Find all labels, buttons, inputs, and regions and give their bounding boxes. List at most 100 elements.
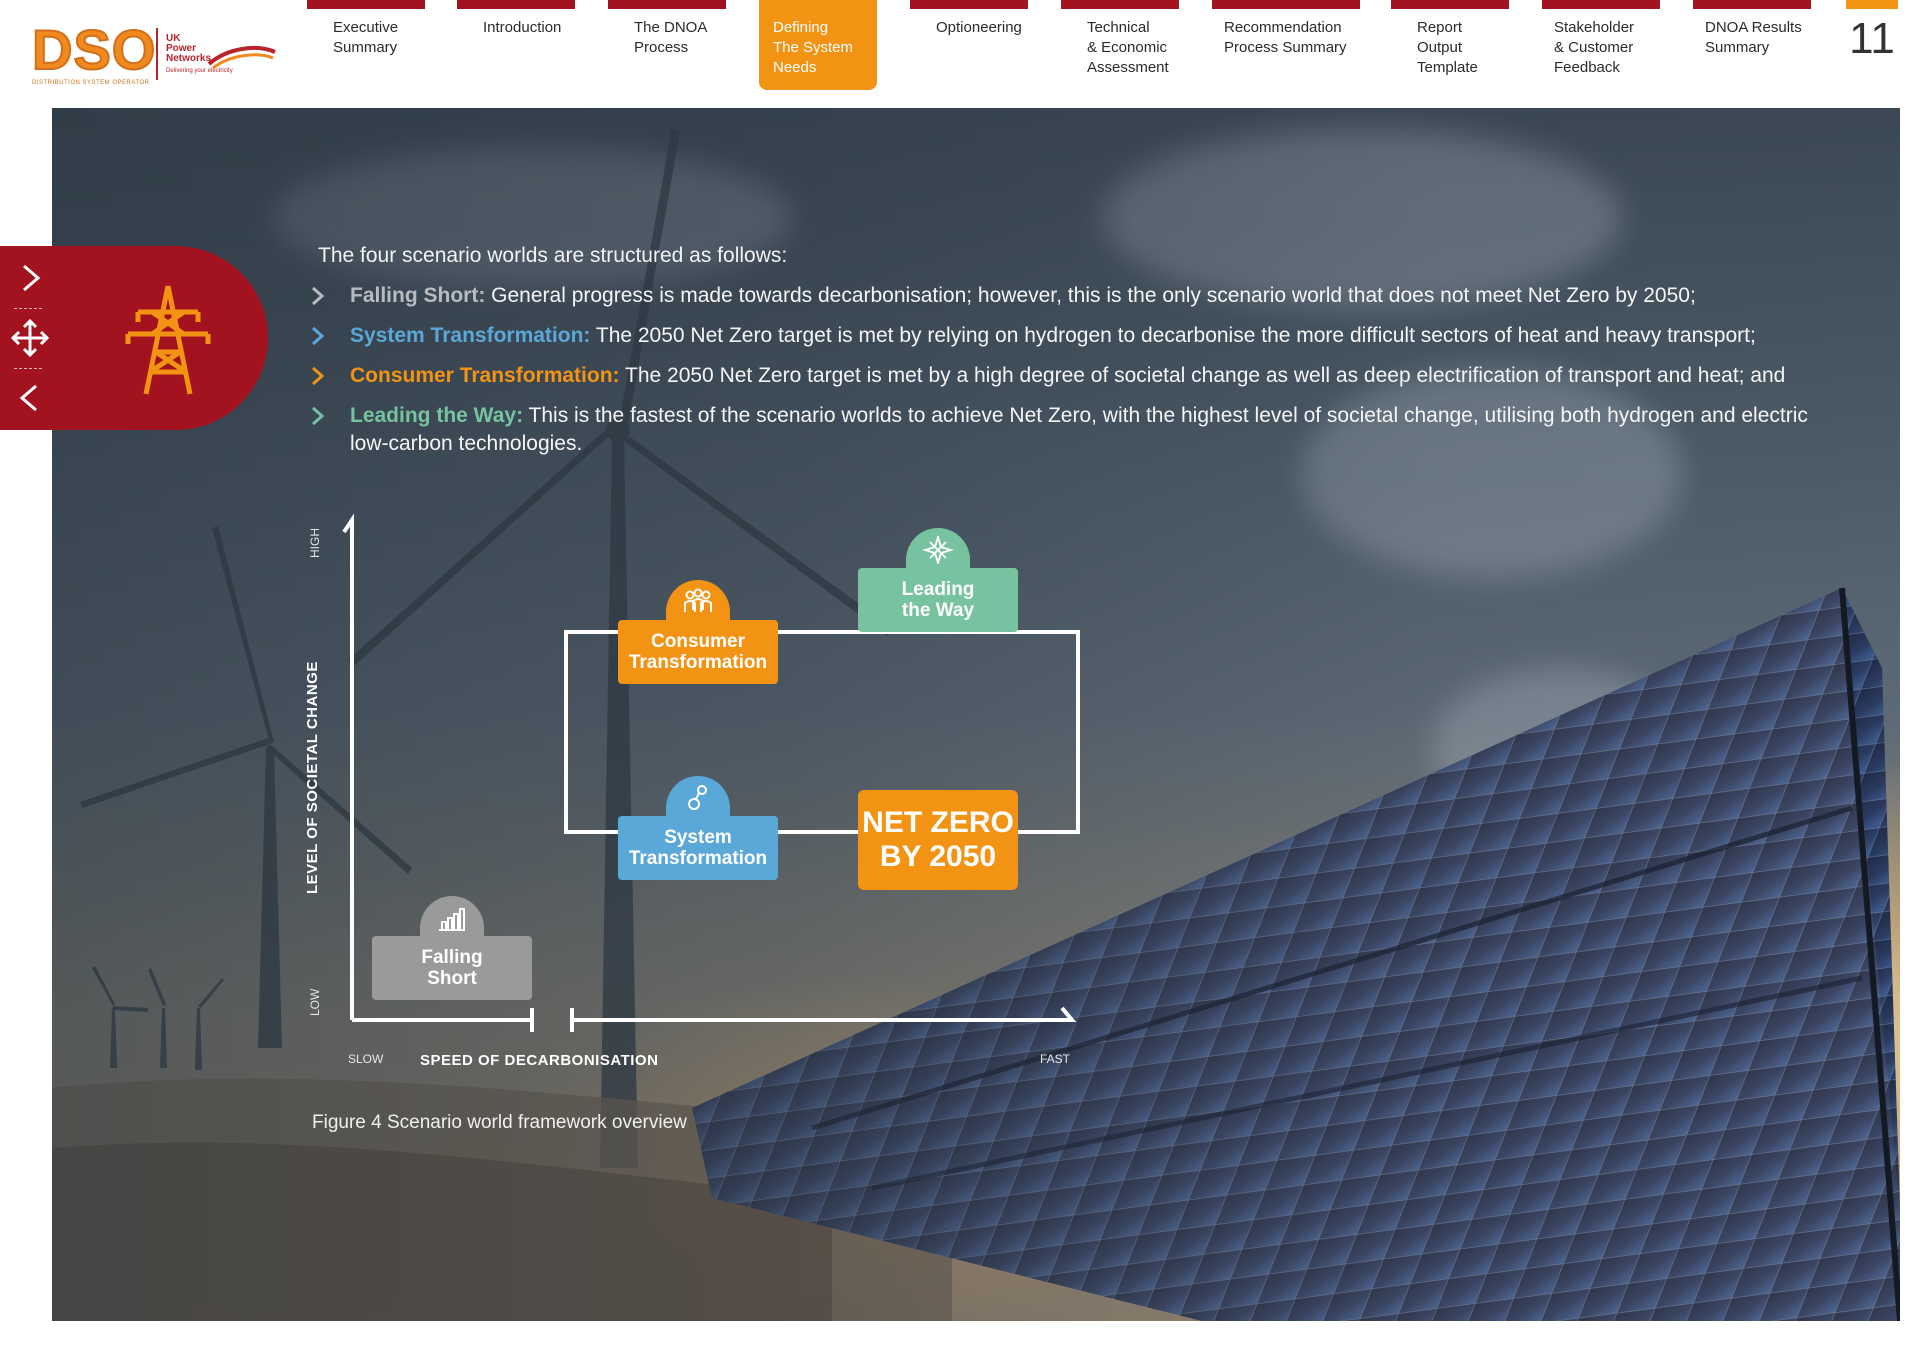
chevron-bullet-icon	[312, 406, 325, 426]
tab-recommendation-process[interactable]: Recommendation Process Summary	[1212, 0, 1360, 90]
net-zero-2050-badge: NET ZERO BY 2050	[858, 790, 1018, 890]
tab-bar	[759, 0, 877, 9]
compass-star-icon	[922, 536, 954, 564]
card-line-1: System	[664, 827, 732, 848]
move-arrows-icon[interactable]	[10, 318, 50, 358]
side-navigation-tab	[0, 246, 268, 430]
chevron-left-icon[interactable]	[10, 378, 50, 418]
scenario-item-falling-short: Falling Short: General progress is made …	[308, 282, 1808, 310]
figure-caption: Figure 4 Scenario world framework overvi…	[312, 1112, 687, 1133]
chevron-bullet-icon	[312, 366, 325, 386]
tab-label: Recommendation Process Summary	[1224, 19, 1347, 56]
x-axis-line-right	[570, 1006, 1077, 1032]
scenario-description: The 2050 Net Zero target is met by a hig…	[619, 364, 1786, 387]
card-line-2: Transformation	[628, 848, 768, 869]
intro-text: The four scenario worlds are structured …	[318, 244, 788, 267]
chevron-left-glyph	[19, 384, 37, 412]
scenario-list: Falling Short: General progress is made …	[308, 282, 1808, 470]
ukpn-logo-text: UK Power Networks	[166, 33, 212, 64]
scenario-description: This is the fastest of the scenario worl…	[350, 404, 1808, 455]
badge-line-1: NET ZERO	[862, 806, 1014, 839]
dso-logo-subtext: DISTRIBUTION SYSTEM OPERATOR	[32, 80, 150, 86]
tab-bar	[1391, 0, 1509, 9]
page-number-bar	[1846, 0, 1898, 9]
scenario-framework-diagram: HIGH LOW LEVEL OF SOCIETAL CHANGE SLOW S…	[300, 500, 1100, 1100]
tab-label: Executive Summary	[333, 19, 399, 56]
tab-stakeholder-feedback[interactable]: Stakeholder & Customer Feedback	[1542, 0, 1660, 90]
x-axis-fast: FAST	[1040, 1052, 1071, 1066]
move-arrows-glyph	[10, 318, 50, 358]
tab-label: Introduction	[483, 19, 562, 36]
side-separator	[14, 308, 42, 309]
tab-optioneering[interactable]: Optioneering	[910, 0, 1028, 90]
scenario-description: General progress is made towards decarbo…	[485, 284, 1696, 307]
card-leading-the-way[interactable]: Leading the Way	[858, 528, 1018, 632]
side-separator	[14, 368, 42, 369]
tab-bar	[1212, 0, 1360, 9]
card-consumer-transformation[interactable]: Consumer Transformation	[618, 580, 778, 684]
tab-label: Technical & Economic Assessment	[1087, 19, 1169, 76]
photo-haze-overlay	[52, 108, 1900, 1321]
x-axis-line-left	[352, 1008, 534, 1032]
card-system-transformation[interactable]: System Transformation	[618, 776, 778, 880]
tab-introduction[interactable]: Introduction	[457, 0, 575, 90]
tab-bar	[1061, 0, 1179, 9]
tab-technical-economic[interactable]: Technical & Economic Assessment	[1061, 0, 1179, 90]
scenario-description: The 2050 Net Zero target is met by relyi…	[590, 324, 1756, 347]
people-icon	[684, 588, 712, 612]
x-axis-slow: SLOW	[348, 1052, 384, 1066]
x-axis-label: SPEED OF DECARBONISATION	[420, 1052, 659, 1069]
scenario-title: Consumer Transformation:	[350, 364, 620, 387]
scenario-title: Leading the Way:	[350, 404, 524, 427]
y-axis-high: HIGH	[308, 528, 322, 558]
y-axis-label: LEVEL OF SOCIETAL CHANGE	[304, 661, 321, 894]
tab-report-output[interactable]: Report Output Template	[1391, 0, 1509, 90]
card-line-1: Leading	[901, 579, 975, 600]
chevron-bullet-icon	[312, 286, 325, 306]
tab-bar	[1542, 0, 1660, 9]
dso-logo-text: DSO	[31, 18, 157, 81]
tab-executive-summary[interactable]: Executive Summary	[307, 0, 425, 90]
tab-label: Report Output Template	[1417, 19, 1478, 76]
ukpn-tagline: Delivering your electricity	[166, 68, 233, 74]
scenario-frame	[564, 630, 1080, 834]
card-line-2: Short	[427, 968, 477, 989]
tab-dnoa-results[interactable]: DNOA Results Summary	[1693, 0, 1811, 90]
card-line-2: the Way	[901, 600, 975, 621]
scenario-title: System Transformation:	[350, 324, 591, 347]
tab-bar	[608, 0, 726, 9]
chevron-right-icon[interactable]	[10, 258, 50, 298]
bar-chart-icon	[439, 908, 465, 931]
hero-photo-panel	[52, 108, 1900, 1321]
tab-bar	[1693, 0, 1811, 9]
card-line-1: Consumer	[651, 631, 745, 652]
y-axis-line	[342, 513, 354, 1020]
page-number: 11	[1849, 14, 1895, 63]
tab-label: Stakeholder & Customer Feedback	[1554, 19, 1635, 76]
tab-label: Defining The System Needs	[773, 19, 854, 76]
y-axis-low: LOW	[308, 988, 322, 1016]
pylon-icon	[125, 285, 211, 395]
scenario-title: Falling Short:	[350, 284, 486, 307]
tab-defining-system-needs[interactable]: Defining The System Needs	[759, 0, 877, 90]
card-icon-tab	[666, 580, 730, 628]
scenario-item-system-transformation: System Transformation: The 2050 Net Zero…	[308, 322, 1808, 350]
scenario-item-leading-the-way: Leading the Way: This is the fastest of …	[308, 402, 1808, 458]
chevron-right-glyph	[23, 264, 41, 292]
chevron-bullet-icon	[312, 326, 325, 346]
tab-label: DNOA Results Summary	[1705, 19, 1802, 56]
tab-label: The DNOA Process	[634, 19, 708, 56]
tab-dnoa-process[interactable]: The DNOA Process	[608, 0, 726, 90]
hydrogen-molecule-icon	[688, 785, 707, 810]
badge-line-2: BY 2050	[879, 840, 997, 873]
company-logo[interactable]: DSO DISTRIBUTION SYSTEM OPERATOR UK Powe…	[31, 18, 276, 88]
card-falling-short[interactable]: Falling Short	[372, 896, 532, 1000]
tab-bar	[457, 0, 575, 9]
card-line-2: Transformation	[628, 652, 768, 673]
tab-bar	[307, 0, 425, 9]
tab-label: Optioneering	[936, 19, 1022, 36]
logo-divider	[156, 28, 158, 80]
scenario-item-consumer-transformation: Consumer Transformation: The 2050 Net Ze…	[308, 362, 1808, 390]
card-line-1: Falling	[421, 947, 483, 968]
tab-bar	[910, 0, 1028, 9]
